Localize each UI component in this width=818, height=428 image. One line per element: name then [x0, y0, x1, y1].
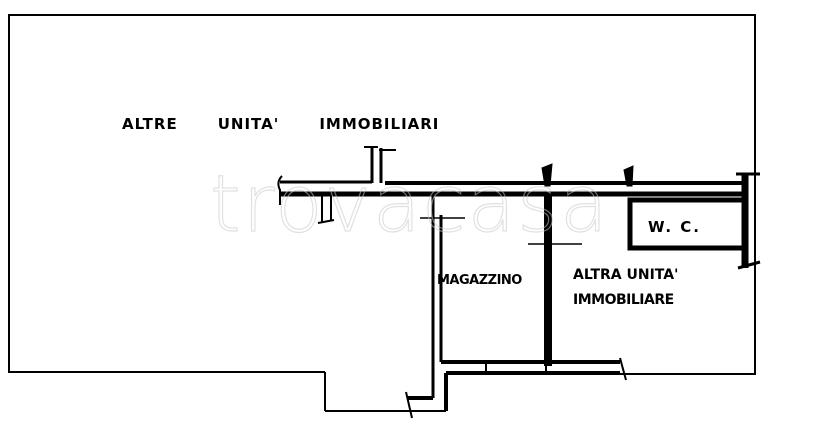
room-label-altre-unita-immobiliari: ALTRE UNITA' IMMOBILIARI [122, 117, 479, 132]
room-label-magazzino: MAGAZZINO [437, 273, 522, 288]
room-label-word: ALTRE [122, 115, 178, 133]
room-label-wc: W. C. [648, 218, 701, 236]
corridor-walls [277, 146, 745, 224]
room-label-altra-unita: ALTRA UNITA' [573, 267, 679, 283]
outer-boundary [8, 14, 756, 412]
magazzino-walls [405, 196, 627, 419]
room-label-word: IMMOBILIARI [319, 115, 440, 133]
wc-walls [627, 172, 761, 270]
room-label-word: UNITA' [217, 115, 280, 133]
room-label-immobiliare: IMMOBILIARE [573, 292, 674, 308]
